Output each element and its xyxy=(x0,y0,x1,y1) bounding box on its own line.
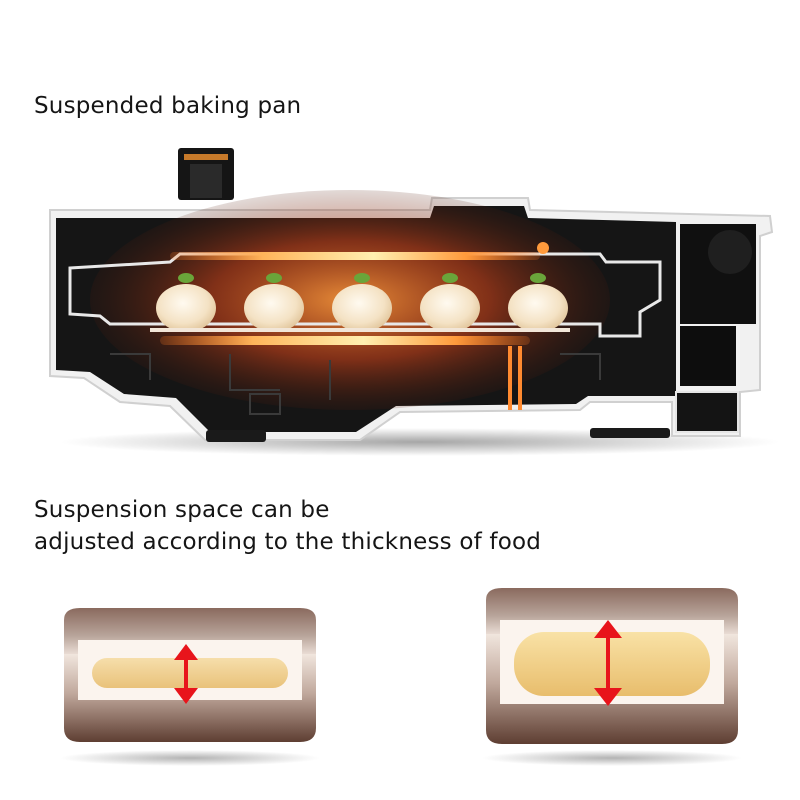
double-arrow-vertical-icon xyxy=(594,620,622,706)
pan-shadow xyxy=(482,750,742,766)
caption-line-1: Suspension space can be xyxy=(34,497,330,523)
caption-line-2: adjusted according to the thickness of f… xyxy=(34,529,542,555)
pan-shadow xyxy=(60,750,320,766)
dumpling xyxy=(420,273,480,332)
upper-pan xyxy=(64,608,316,654)
thin-bread xyxy=(92,658,288,688)
dumpling xyxy=(332,273,392,332)
upper-heating-tube xyxy=(170,252,540,260)
internal-mechanism xyxy=(110,353,601,415)
grill-cross-section-illustration xyxy=(49,148,780,456)
thin-food-pan-illustration xyxy=(60,608,320,766)
heater-lead xyxy=(508,346,522,410)
caption-suspended-baking-pan: Suspended baking pan xyxy=(34,93,302,119)
baking-plate xyxy=(150,328,570,332)
lower-pan xyxy=(486,634,738,744)
dumpling-row xyxy=(156,273,568,332)
caption-suspension-space: Suspension space can be adjusted accordi… xyxy=(34,494,541,558)
thick-bread xyxy=(514,632,710,696)
thick-food-pan-illustration xyxy=(482,588,742,766)
lower-heating-tube xyxy=(160,336,530,345)
upper-pan xyxy=(486,588,738,634)
heater-terminal xyxy=(537,242,549,254)
side-control-block xyxy=(675,224,756,433)
lid-handle xyxy=(178,148,234,200)
double-arrow-vertical-icon xyxy=(174,644,198,704)
feet xyxy=(206,428,670,442)
dumpling xyxy=(508,273,568,332)
dumpling xyxy=(156,273,216,332)
dumpling xyxy=(244,273,304,332)
lower-pan xyxy=(64,654,316,742)
